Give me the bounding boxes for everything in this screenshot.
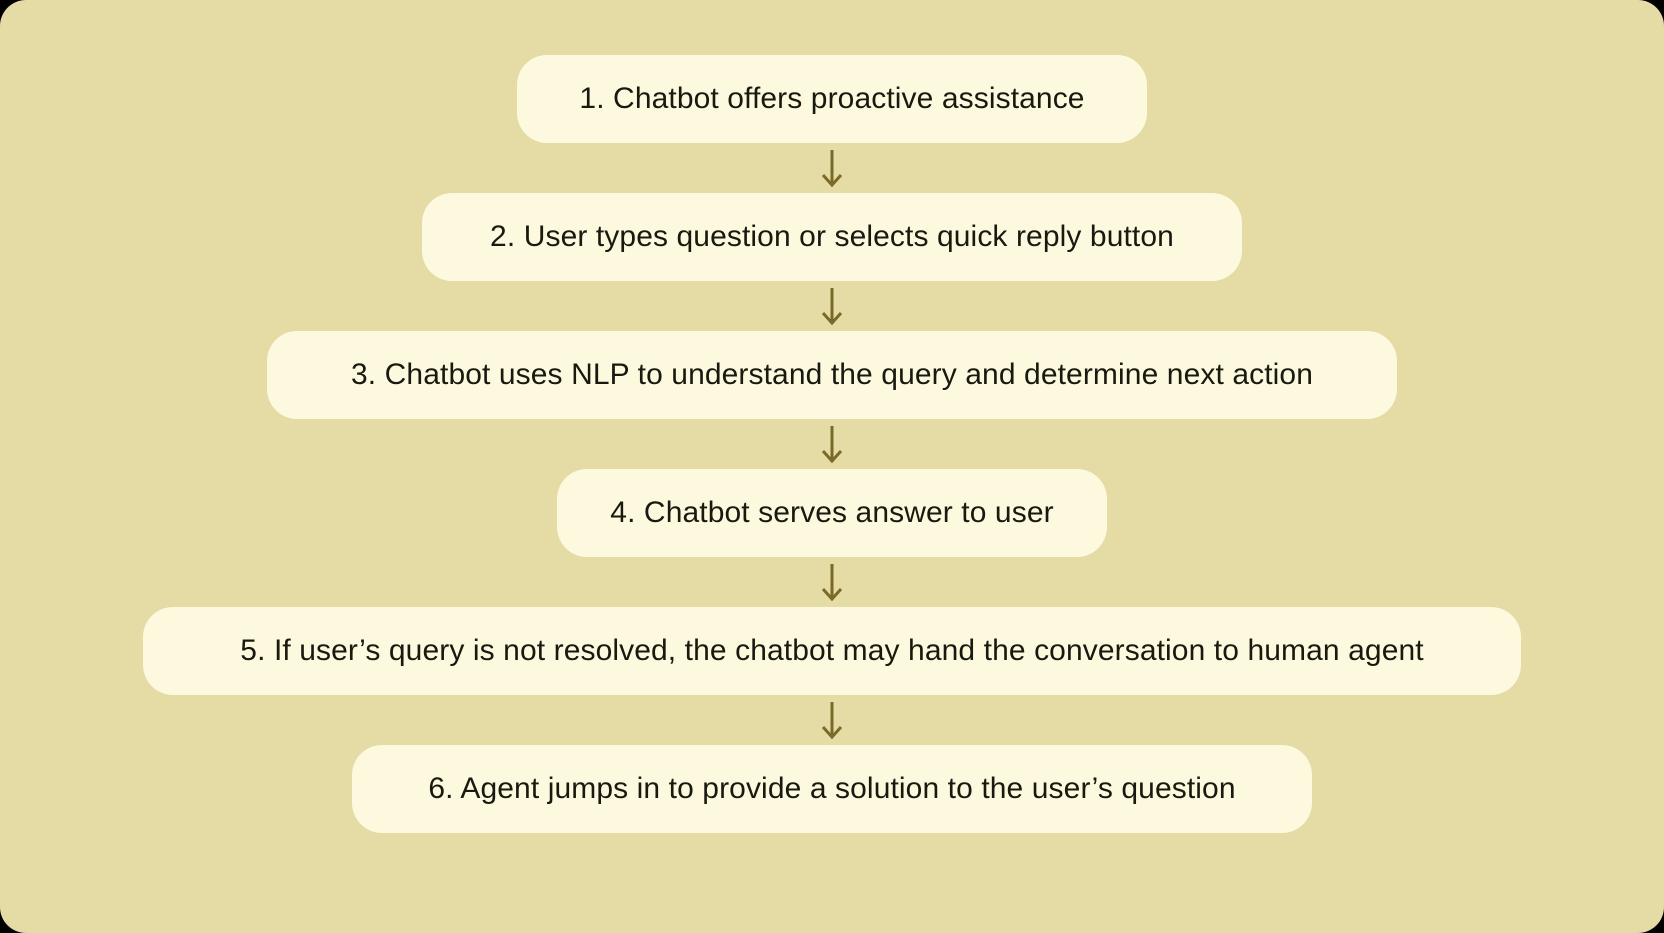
flow-step-1-label: 1. Chatbot offers proactive assistance [579, 82, 1085, 115]
flow-step-5-label: 5. If user’s query is not resolved, the … [240, 634, 1424, 667]
flow-step-3[interactable]: 3. Chatbot uses NLP to understand the qu… [267, 331, 1397, 419]
flow-step-3-label: 3. Chatbot uses NLP to understand the qu… [351, 358, 1313, 391]
arrow-down-icon-3 [810, 419, 854, 469]
arrow-down-icon-2 [810, 281, 854, 331]
arrow-down-icon-4 [810, 557, 854, 607]
arrow-down-icon-1 [810, 143, 854, 193]
flow-step-2-label: 2. User types question or selects quick … [490, 220, 1174, 253]
flow-step-5[interactable]: 5. If user’s query is not resolved, the … [143, 607, 1521, 695]
flow-step-2[interactable]: 2. User types question or selects quick … [422, 193, 1242, 281]
flow-step-6-label: 6. Agent jumps in to provide a solution … [428, 772, 1236, 805]
flow-step-1[interactable]: 1. Chatbot offers proactive assistance [517, 55, 1147, 143]
flow-step-4[interactable]: 4. Chatbot serves answer to user [557, 469, 1107, 557]
flow-step-6[interactable]: 6. Agent jumps in to provide a solution … [352, 745, 1312, 833]
arrow-down-icon-5 [810, 695, 854, 745]
flow-step-4-label: 4. Chatbot serves answer to user [610, 496, 1054, 529]
